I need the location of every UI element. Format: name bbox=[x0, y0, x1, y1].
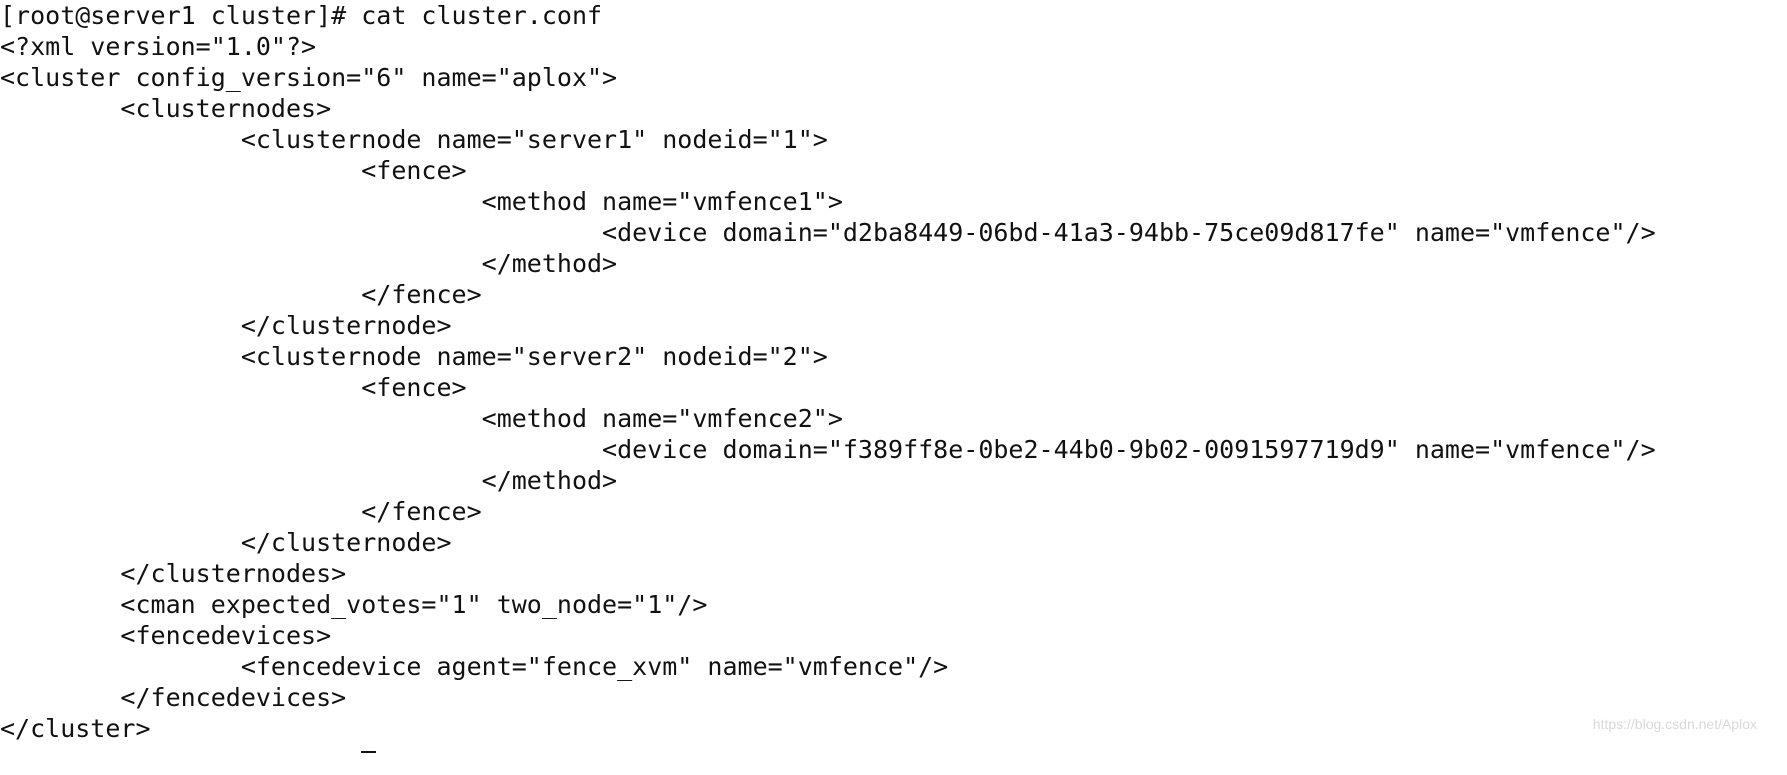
terminal-output-line: <cluster config_version="6" name="aplox"… bbox=[0, 63, 618, 92]
terminal-window[interactable]: [root@server1 cluster]# cat cluster.conf… bbox=[0, 0, 1787, 753]
terminal-output-line: </method> bbox=[0, 249, 618, 278]
terminal-output-line: <clusternode name="server1" nodeid="1"> bbox=[0, 125, 828, 154]
terminal-output-line: <clusternodes> bbox=[0, 94, 332, 123]
terminal-output-line: <fence> bbox=[0, 373, 467, 402]
text-cursor bbox=[361, 751, 377, 753]
terminal-output-line: <fence> bbox=[0, 156, 467, 185]
terminal-output-line: <fencedevices> bbox=[0, 621, 332, 650]
terminal-output-line: </fencedevices> bbox=[0, 683, 347, 712]
terminal-output-line: <method name="vmfence2"> bbox=[0, 404, 843, 433]
terminal-output-line: </fence> bbox=[0, 280, 482, 309]
terminal-output-line: </fence> bbox=[0, 497, 482, 526]
terminal-output-line: <clusternode name="server2" nodeid="2"> bbox=[0, 342, 828, 371]
terminal-output-line: <method name="vmfence1"> bbox=[0, 187, 843, 216]
terminal-output-line: <?xml version="1.0"?> bbox=[0, 32, 317, 61]
cursor-indent bbox=[0, 745, 361, 774]
terminal-output-line: </method> bbox=[0, 466, 618, 495]
terminal-output-line: <fencedevice agent="fence_xvm" name="vmf… bbox=[0, 652, 949, 681]
terminal-output-line: </clusternode> bbox=[0, 311, 452, 340]
terminal-output-line: <device domain="f389ff8e-0be2-44b0-9b02-… bbox=[0, 435, 1656, 464]
terminal-cursor-line bbox=[0, 744, 1787, 775]
terminal-output-line: <cman expected_votes="1" two_node="1"/> bbox=[0, 590, 708, 619]
terminal-output-line: </cluster> bbox=[0, 714, 151, 743]
terminal-prompt-line: [root@server1 cluster]# cat cluster.conf bbox=[0, 1, 603, 30]
terminal-output-line: </clusternodes> bbox=[0, 559, 347, 588]
watermark: https://blog.csdn.net/Aplox bbox=[1592, 716, 1757, 732]
terminal-output-line: <device domain="d2ba8449-06bd-41a3-94bb-… bbox=[0, 218, 1656, 247]
terminal-output-line: </clusternode> bbox=[0, 528, 452, 557]
